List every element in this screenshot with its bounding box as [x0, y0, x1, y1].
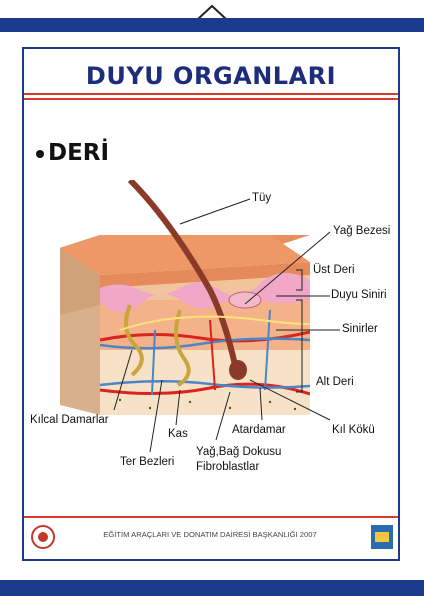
footer-rule [24, 516, 398, 518]
label-dermis: Alt Deri [316, 376, 354, 388]
label-fibroblasts: Fibroblastlar [196, 461, 260, 473]
title-rule-top [24, 93, 398, 95]
label-sweat-glands: Ter Bezleri [120, 456, 175, 468]
skin-diagram [60, 180, 310, 415]
label-fat-connective-tissue: Yağ,Bağ Dokusu [196, 446, 282, 458]
label-sebaceous-gland: Yağ Bezesi [333, 225, 391, 237]
section-bullet [36, 150, 44, 158]
publisher-logo [371, 525, 393, 549]
poster-title: DUYU ORGANLARI [85, 62, 337, 90]
bottom-bar [0, 580, 424, 596]
label-nerves: Sinirler [342, 323, 378, 335]
label-capillaries: Kılcal Damarlar [30, 414, 109, 426]
label-muscle: Kas [168, 428, 188, 440]
ministry-logo [31, 525, 55, 549]
label-hair-root: Kıl Kökü [332, 424, 375, 436]
label-artery: Atardamar [232, 424, 286, 436]
label-epidermis: Üst Deri [313, 264, 355, 276]
top-bar [0, 18, 424, 32]
label-hair: Tüy [252, 192, 272, 204]
section-heading: DERİ [48, 140, 110, 166]
label-sensory-nerve: Duyu Siniri [331, 289, 387, 301]
title-rule-bottom [24, 98, 398, 100]
footer-text: EĞİTİM ARAÇLARI VE DONATIM DAİRESİ BAŞKA… [103, 530, 317, 539]
hanger-hook [197, 4, 227, 20]
